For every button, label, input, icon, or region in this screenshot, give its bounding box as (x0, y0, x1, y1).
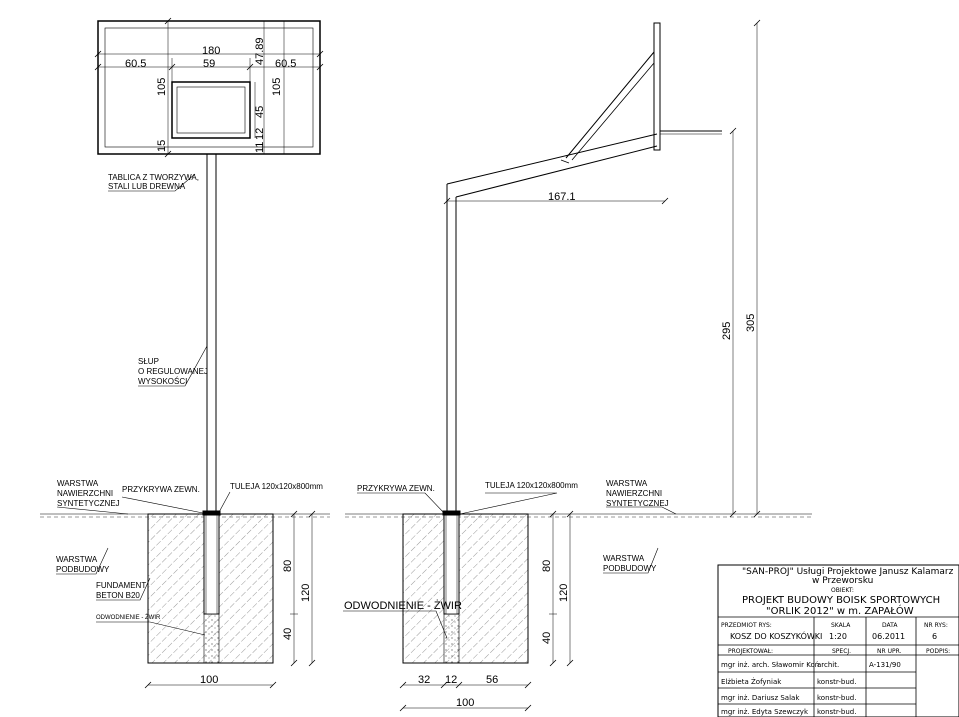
label-drainage: ODWODNIENIE - ŻWIR (96, 614, 161, 621)
tb-person-perm: A-131/90 (869, 661, 901, 669)
dim-left-margin: 60.5 (125, 58, 146, 70)
dim-depth-80: 80 (282, 560, 294, 572)
target-square (171, 81, 251, 139)
label-base-1: WARSTWA (56, 555, 98, 564)
dim-height-295: 295 (721, 322, 733, 340)
tb-person-name: Elżbieta Żofyniak (721, 677, 782, 686)
label-side-drainage: ODWODNIENIE - ŻWIR (344, 599, 462, 612)
side-view-dims: 167.1 295 305 80 120 40 32 12 56 100 (418, 191, 757, 709)
tb-drawing-no: 6 (932, 632, 937, 641)
side-view (343, 19, 812, 712)
dim-base-width: 100 (200, 674, 218, 686)
label-side-synth-2: NAWIERZCHNI (606, 489, 662, 498)
label-post-3: WYSOKOŚCI (138, 377, 187, 386)
dim-bottom-mid2: 12 (254, 128, 266, 140)
label-side-base-1: WARSTWA (603, 554, 645, 563)
tb-project: PROJEKT BUDOWY BOISK SPORTOWYCH (742, 595, 940, 606)
label-board-2: STALI LUB DREWNA (108, 182, 186, 191)
title-block-text: "SAN-PROJ" Usługi Projektowe Janusz Kala… (721, 567, 954, 716)
label-synth-3: SYNTETYCZNEJ (57, 499, 120, 508)
tb-date-label: DATA (882, 622, 898, 629)
label-sleeve: TULEJA 120x120x800mm (230, 482, 323, 491)
dim-bottom-left: 15 (156, 140, 168, 152)
dim-height-305: 305 (745, 314, 757, 332)
label-board-1: TABLICA Z TWORZYWA, (108, 173, 199, 182)
tb-person-name: mgr inż. arch. Sławomir Koń (721, 661, 819, 669)
label-synth-1: WARSTWA (57, 479, 99, 488)
dim-reach: 167.1 (548, 191, 576, 203)
tb-company-loc: w Przeworsku (812, 576, 873, 586)
tb-person-name: mgr inż. Dariusz Salak (721, 694, 800, 702)
tb-subject: KOSZ DO KOSZYKÓWKI (730, 630, 822, 641)
tb-person-name: mgr inż. Edyta Szewczyk (721, 708, 809, 716)
label-synth-2: NAWIERZCHNI (57, 489, 113, 498)
dim-top-height: 47.89 (254, 37, 266, 65)
dim-depth-40: 40 (282, 628, 294, 640)
label-side-base-2: PODBUDOWY (603, 564, 657, 573)
front-view-labels: TABLICA Z TWORZYWA, STALI LUB DREWNA SŁU… (56, 173, 323, 621)
dim-depth-120: 120 (300, 584, 312, 602)
dim-side-base: 100 (456, 697, 474, 709)
post (206, 153, 217, 515)
dim-side-depth-120: 120 (558, 584, 570, 602)
label-cover: PRZYKRYWA ZEWN. (122, 485, 200, 494)
label-base-2: PODBUDOWY (56, 565, 110, 574)
tb-person-spec: konstr-bud. (817, 694, 856, 702)
tb-subject-label: PRZEDMIOT RYS: (721, 622, 772, 629)
label-foundation-2: BETON B20 (96, 591, 140, 600)
title-block (717, 564, 959, 717)
tb-person-spec: archit. (817, 661, 839, 669)
dim-board-width: 180 (202, 45, 220, 57)
tb-person-spec: konstr-bud. (817, 708, 856, 716)
tb-scale: 1:20 (829, 632, 847, 641)
front-view-dims: 180 59 60.5 60.5 47.89 105 45 105 15 11 … (125, 37, 312, 686)
tb-project2: "ORLIK 2012" w m. ZAPAŁÓW (766, 604, 914, 617)
dim-left-height: 105 (156, 78, 168, 96)
tb-designed-label: PROJEKTOWAŁ: (728, 648, 773, 655)
dim-inner-height: 45 (254, 106, 266, 118)
tb-company: "SAN-PROJ" Usługi Projektowe Janusz Kala… (742, 567, 954, 577)
dim-bottom-mid: 11 (254, 142, 266, 153)
backboard-edge (653, 22, 661, 151)
label-side-synth-3: SYNTETYCZNEJ (606, 499, 669, 508)
dim-right-height: 105 (271, 78, 283, 96)
label-side-sleeve: TULEJA 120x120x800mm (485, 481, 578, 490)
tb-object-label: OBIEKT: (831, 587, 854, 594)
label-side-cover: PRZYKRYWA ZEWN. (357, 484, 435, 493)
gravel-drain (203, 613, 220, 664)
tb-perm-label: NR UPR. (877, 648, 902, 655)
tb-sign-label: PODPIS: (926, 648, 950, 655)
dim-side-depth-40: 40 (541, 632, 553, 644)
label-foundation-1: FUNDAMENT (96, 581, 146, 590)
backboard (97, 20, 321, 155)
dim-right-margin: 60.5 (275, 58, 296, 70)
tb-person-spec: konstr-bud. (817, 678, 856, 686)
dim-inner-width: 59 (203, 58, 215, 70)
front-view (40, 17, 330, 689)
tb-scale-label: SKALA (831, 622, 851, 629)
dim-side-depth-80: 80 (541, 560, 553, 572)
tb-date: 06.2011 (872, 632, 905, 641)
label-post-2: O REGULOWANEJ (138, 367, 208, 376)
dim-b1: 32 (418, 674, 430, 686)
side-foundation (402, 513, 529, 664)
dim-b2: 12 (445, 674, 457, 686)
tb-spec-label: SPECJ. (832, 648, 851, 655)
tb-drawing-no-label: NR RYS: (924, 622, 948, 629)
side-view-labels: PRZYKRYWA ZEWN. TULEJA 120x120x800mm WAR… (344, 479, 669, 612)
dim-b3: 56 (486, 674, 498, 686)
label-post-1: SŁUP (138, 357, 159, 366)
label-side-synth-1: WARSTWA (606, 479, 648, 488)
